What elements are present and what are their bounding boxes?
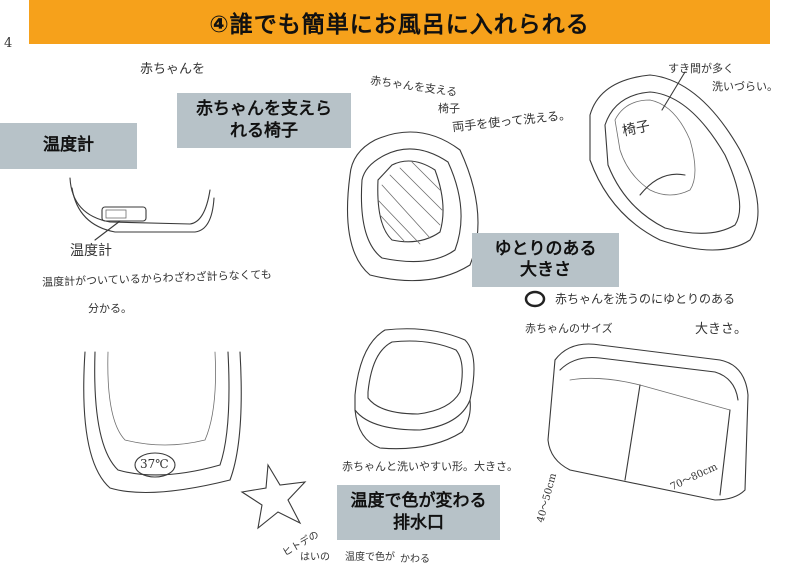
hw-gap-note1: すき間が多く [668, 62, 734, 75]
label-roomy: ゆとりのある 大きさ [472, 233, 619, 287]
hw-drain-note4: かわる [400, 554, 430, 565]
label-drain-line1: 温度で色が変わる [350, 491, 487, 512]
hw-roomy-note: 赤ちゃんを洗うのにゆとりのある [555, 292, 736, 306]
roomy-tub-sketch [547, 343, 749, 501]
hw-temp-display: 37℃ [140, 457, 169, 471]
hw-baby-size: 赤ちゃんのサイズ [525, 322, 613, 335]
label-chair-line1: 赤ちゃんを支えら [196, 99, 332, 120]
label-roomy-line1: ゆとりのある [494, 238, 597, 259]
hw-baby-top: 赤ちゃんを [140, 62, 206, 77]
hw-drain-note3: 温度で色が [345, 552, 395, 563]
hw-thermo-note2: 分かる。 [88, 302, 132, 315]
label-thermometer-text: 温度計 [43, 135, 94, 156]
gap-tub-sketch [589, 71, 759, 251]
drain-tub-sketch [354, 328, 475, 450]
label-drain-line2: 排水口 [393, 512, 444, 533]
hw-drain-note2: はいの [300, 552, 330, 563]
chair-tub-sketch [346, 131, 479, 282]
hw-support-note2: 椅子 [438, 102, 460, 115]
hw-page-corner: 4 [4, 36, 13, 51]
drain-icon [524, 290, 546, 308]
label-thermometer: 温度計 [0, 123, 137, 169]
label-chair: 赤ちゃんを支えら れる椅子 [177, 93, 351, 148]
thermometer-rim-sketch [69, 177, 215, 241]
hw-thermo-label: 温度計 [70, 243, 112, 259]
star-sketch [240, 463, 307, 530]
label-drain: 温度で色が変わる 排水口 [337, 485, 500, 540]
hw-size-word: 大きさ。 [695, 322, 748, 337]
title-banner: ④誰でも簡単にお風呂に入れられる [29, 0, 770, 44]
hw-gap-note2: 洗いづらい。 [712, 80, 778, 93]
label-roomy-line2: 大きさ [520, 260, 571, 280]
tub-front-sketch [83, 351, 242, 493]
page-title: ④誰でも簡単にお風呂に入れられる [209, 12, 590, 38]
hw-shape-note: 赤ちゃんと洗いやすい形。大きさ。 [342, 460, 518, 473]
label-chair-line2: れる椅子 [230, 120, 298, 141]
